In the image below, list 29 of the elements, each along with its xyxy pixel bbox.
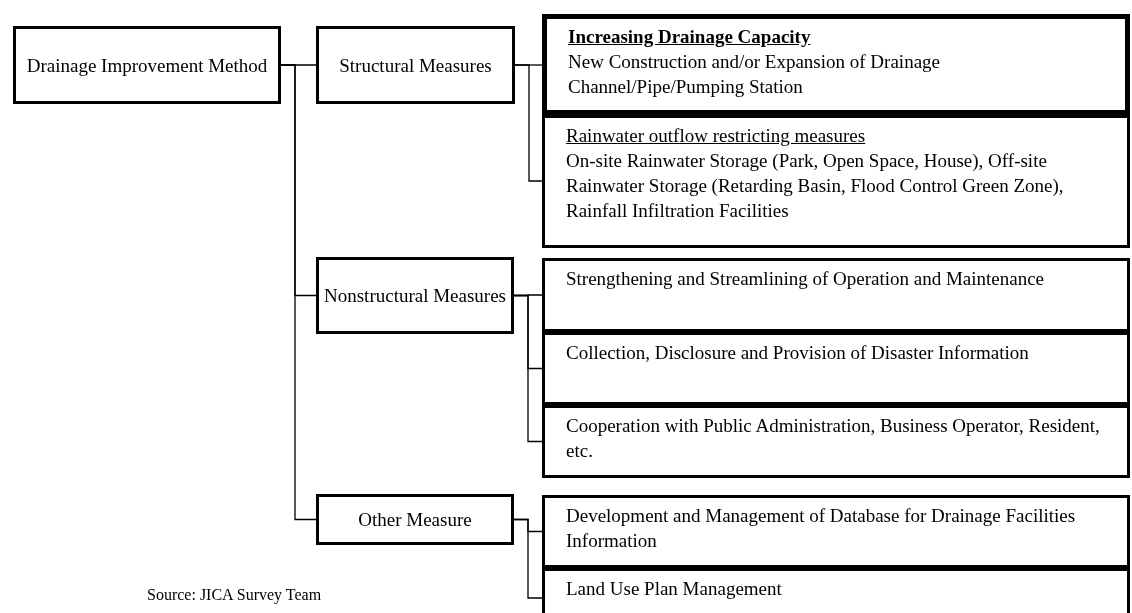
box-text: Nonstructural Measures [324,284,506,308]
box-text: Development and Management of Database for Drainage Facilities Information [566,504,1077,553]
box-text: New Construction and/or Expansion of Drainage Channel/Pipe/Pumping Station [568,50,941,99]
connector-line [514,64,543,182]
box-text: On-site Rainwater Storage (Park, Open Space, House), Off-site Rainwater Storage (Retarding Basin, Flood Control Green Zone), Rainfall Infiltration Facilities [566,149,1065,223]
box-text: Structural Measures [339,53,492,78]
category-box [13,26,281,104]
box-heading: Increasing Drainage Capacity [568,25,812,49]
measure-box [542,14,1130,115]
measure-box [542,115,1130,248]
box-text: Cooperation with Public Administration, Business Operator, Resident, etc. [566,414,1101,463]
measure-box [542,258,1130,332]
box-text: Strengthening and Streamlining of Operation and Maintenance [566,267,1046,291]
source-note: Source: JICA Survey Team [147,586,322,604]
measure-box [542,405,1130,478]
box-text: Collection, Disclosure and Provision of Disaster Information [566,341,1030,365]
connector-line [513,518,543,599]
connector-line [513,294,543,443]
box-text: Other Measure [358,508,472,532]
box-heading: Rainwater outflow restricting measures [566,124,867,148]
category-box [316,494,514,545]
box-text: Drainage Improvement Method [26,53,268,78]
category-box [316,257,514,334]
connector-line [280,64,317,521]
measure-box [542,568,1130,613]
measure-box [542,495,1130,568]
measure-box [542,332,1130,405]
box-text: Land Use Plan Management [566,577,783,601]
category-box [316,26,515,104]
